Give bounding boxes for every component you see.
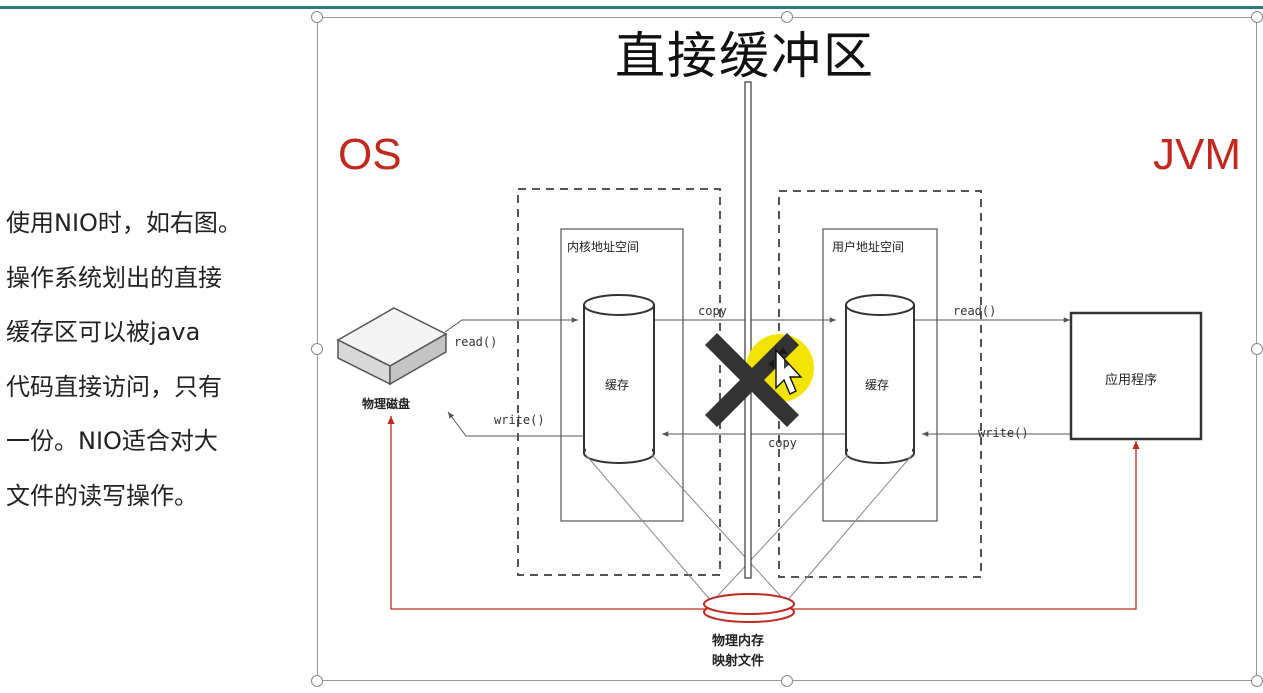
kernel-space-label: 内核地址空间 xyxy=(567,240,640,254)
slide-title: 直接缓冲区 xyxy=(615,27,875,85)
user-space-label: 用户地址空间 xyxy=(832,240,905,254)
side-text-line: 一份。NIO适合对大 xyxy=(6,427,218,455)
write-label-left: write() xyxy=(494,413,545,427)
top-bar xyxy=(0,0,1263,10)
side-text-line: 代码直接访问，只有 xyxy=(6,372,222,401)
resize-handle-middle-left[interactable] xyxy=(311,343,323,355)
move-cursor-icon xyxy=(768,348,803,395)
kernel-cache-cylinder xyxy=(583,294,655,464)
kernel-cache-label: 缓存 xyxy=(605,378,630,392)
resize-handle-top-middle[interactable] xyxy=(781,11,793,23)
side-text-line: 缓存区可以被java xyxy=(6,318,201,346)
read-label-right: read() xyxy=(953,304,997,318)
os-label: OS xyxy=(338,130,402,179)
copy-label-top: copy xyxy=(698,304,727,318)
resize-handle-bottom-left[interactable] xyxy=(311,675,323,687)
mapped-file-label-line2: 映射文件 xyxy=(712,654,765,669)
user-cache-cylinder xyxy=(845,294,915,464)
mapping-line xyxy=(585,454,713,603)
side-text-line: 文件的读写操作。 xyxy=(6,481,198,510)
disk-label: 物理磁盘 xyxy=(362,397,411,411)
mapping-line xyxy=(651,454,787,603)
write-arrow-left xyxy=(447,411,583,437)
resize-handle-top-left[interactable] xyxy=(311,11,323,23)
jvm-label: JVM xyxy=(1153,130,1241,179)
read-arrow-left xyxy=(444,317,578,333)
read-label-left: read() xyxy=(454,335,498,349)
top-bar-accent-line xyxy=(0,6,1263,9)
red-arrow-to-app xyxy=(792,441,1140,610)
kernel-dashed-box xyxy=(517,188,721,576)
side-text-line: 操作系统划出的直接 xyxy=(6,263,222,292)
user-cache-label: 缓存 xyxy=(865,378,890,392)
center-divider xyxy=(744,81,752,579)
red-arrow-to-disk xyxy=(387,416,706,610)
physical-disk-icon xyxy=(336,307,448,386)
application-box xyxy=(1069,311,1203,441)
resize-handle-bottom-middle[interactable] xyxy=(781,675,793,687)
side-text-line: 使用NIO时，如右图。 xyxy=(6,209,242,237)
copy-label-bottom: copy xyxy=(768,436,797,450)
write-label-right: write() xyxy=(978,426,1029,440)
mapped-file-ring xyxy=(703,593,795,623)
mapped-file-label-line1: 物理内存 xyxy=(712,634,765,649)
mapping-line xyxy=(711,454,849,603)
side-description: 使用NIO时，如右图。 操作系统划出的直接 缓存区可以被java 代码直接访问，… xyxy=(6,196,296,523)
app-label: 应用程序 xyxy=(1105,373,1158,388)
mapping-line xyxy=(785,454,913,603)
